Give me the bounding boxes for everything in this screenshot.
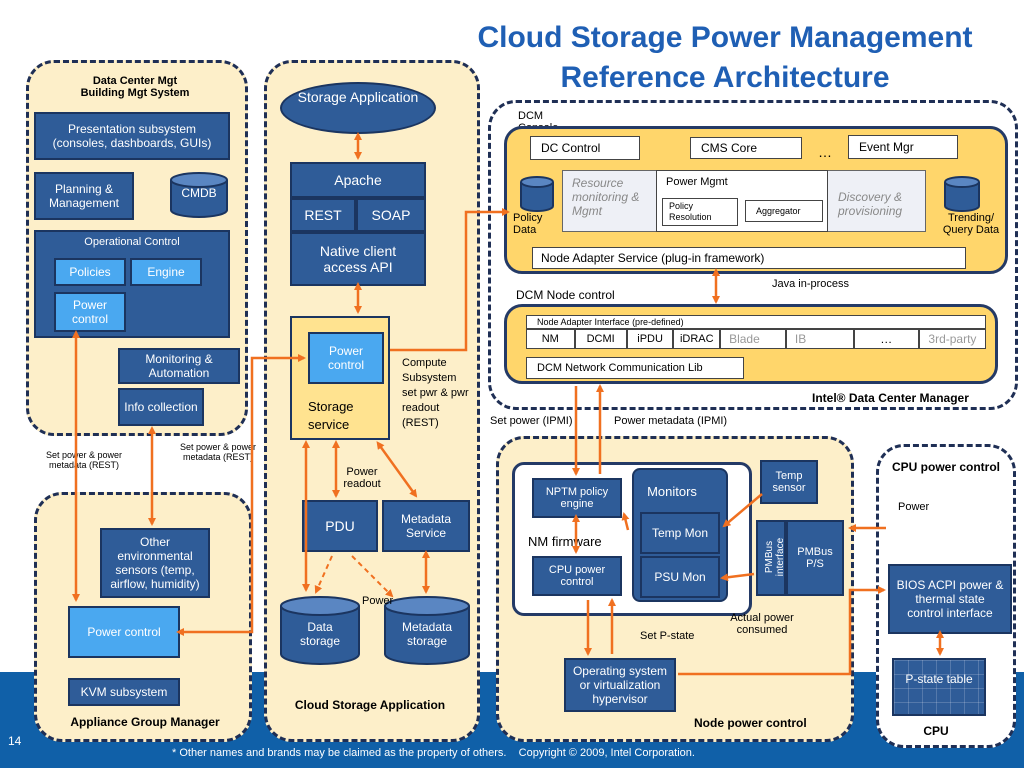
dc-control[interactable]: DC Control	[530, 136, 640, 160]
agm-power-control[interactable]: Power control	[68, 606, 180, 658]
csa-footer: Cloud Storage Application	[294, 698, 446, 712]
agm-footer: Appliance Group Manager	[70, 715, 220, 729]
data-storage-label: Data storage	[299, 620, 341, 648]
resource-monitoring[interactable]: Resource monitoring & Mgmt	[572, 176, 640, 218]
label-compute-subsystem: Compute Subsystem set pwr & pwr readout …	[402, 357, 469, 429]
network-comm-lib[interactable]: DCM Network Communication Lib	[526, 357, 744, 379]
arrow-temp-sensor	[722, 493, 763, 528]
cms-core[interactable]: CMS Core	[690, 137, 802, 159]
copyright-note: * Other names and brands may be claimed …	[172, 747, 695, 759]
page-number: 14	[8, 734, 22, 748]
bms-header: Data Center Mgt Building Mgt System	[40, 75, 230, 99]
cmdb-cylinder	[170, 172, 228, 218]
aggregator[interactable]: Aggregator	[745, 200, 823, 222]
trending-label: Trending/ Query Data	[942, 212, 1000, 236]
bms-header-1: Data Center Mgt	[92, 75, 178, 87]
metadata-service-box[interactable]: Metadata Service	[382, 500, 470, 552]
soap-box[interactable]: SOAP	[356, 198, 426, 232]
adapter-ib[interactable]: IB	[785, 329, 854, 349]
policy-data-db[interactable]	[520, 176, 554, 212]
apache-box[interactable]: Apache	[290, 162, 426, 198]
adapter-ipdu[interactable]: iPDU	[626, 329, 674, 349]
label-actual-power: Actual power consumed	[730, 612, 794, 636]
console-ellipsis: …	[818, 144, 832, 160]
title-line-1: Cloud Storage Power Management	[477, 21, 973, 54]
arrow-pmbus-psu	[720, 572, 755, 582]
pstate-table[interactable]	[892, 658, 986, 716]
nptm-policy-engine[interactable]: NPTM policy engine	[532, 478, 622, 518]
native-api-box[interactable]: Native client access API	[290, 232, 426, 286]
bios-acpi[interactable]: BIOS ACPI power & thermal state control …	[888, 564, 1012, 634]
metadata-storage-label: Metadata storage	[401, 620, 453, 648]
presentation-subsystem[interactable]: Presentation subsystem (consoles, dashbo…	[34, 112, 230, 160]
pmbus-interface[interactable]	[756, 520, 786, 596]
discovery-provisioning[interactable]: Discovery & provisioning	[838, 190, 903, 218]
adapter-idrac[interactable]: iDRAC	[673, 329, 721, 349]
cmdb-database[interactable]: CMDB	[170, 172, 228, 218]
adapter-nm[interactable]: NM	[526, 329, 575, 349]
node-adapter-interface: Node Adapter Interface (pre-defined)	[526, 315, 986, 329]
pmbus-ps[interactable]: PMBus P/S	[786, 520, 844, 596]
psu-mon[interactable]: PSU Mon	[640, 556, 720, 598]
policy-data-label: Policy Data	[513, 212, 543, 236]
planning-management[interactable]: Planning & Management	[34, 172, 134, 220]
label-set-power-ipmi: Set power (IPMI)	[490, 415, 573, 427]
storage-service-label: Storage service	[308, 399, 354, 432]
title-line-2: Reference Architecture	[560, 61, 890, 94]
cpu-power-control-node[interactable]: CPU power control	[532, 556, 622, 596]
operational-control-label: Operational Control	[84, 236, 180, 248]
power-mgmt-label: Power Mgmt	[666, 176, 728, 188]
monitors-label: Monitors	[647, 484, 697, 499]
temp-sensor[interactable]: Temp sensor	[760, 460, 818, 504]
arrow-storage-metadata	[376, 441, 418, 498]
label-power-mid: Power	[362, 595, 394, 607]
engine-button[interactable]: Engine	[130, 258, 202, 286]
temp-mon[interactable]: Temp Mon	[640, 512, 720, 554]
event-mgr[interactable]: Event Mgr	[848, 135, 958, 159]
pstate-label: P-state table	[905, 672, 973, 686]
adapter-row: NM DCMI iPDU iDRAC Blade IB … 3rd-party	[526, 329, 986, 349]
cpu-header: CPU power control	[891, 460, 1000, 474]
trending-db-icon	[944, 176, 980, 212]
adapter-third-party[interactable]: 3rd-party	[918, 329, 986, 349]
arrow-pdu-data-dashed	[314, 555, 333, 594]
other-sensors[interactable]: Other environmental sensors (temp, airfl…	[100, 528, 210, 598]
label-power-readout: Power readout	[343, 466, 381, 490]
label-java-in-process: Java in-process	[772, 278, 850, 290]
adapter-dcmi[interactable]: DCMI	[574, 329, 627, 349]
arrow-storage-dcm	[390, 208, 510, 352]
arrow-agm-storage	[176, 354, 306, 636]
node-footer: Node power control	[694, 716, 807, 730]
os-hypervisor[interactable]: Operating system or virtualization hyper…	[564, 658, 676, 712]
metadata-storage-cylinder[interactable]: Metadata storage	[384, 596, 470, 666]
trending-db[interactable]	[944, 176, 980, 212]
bms-header-2: Building Mgt System	[80, 87, 190, 99]
policy-data-icon	[520, 176, 554, 212]
adapter-ellipsis: …	[853, 329, 919, 349]
nm-firmware-label: NM firmware	[528, 534, 602, 549]
storage-app-label: Storage Application	[297, 89, 419, 105]
metadata-storage-icon	[384, 596, 470, 665]
kvm-subsystem[interactable]: KVM subsystem	[68, 678, 180, 706]
slide-title: Cloud Storage Power Management Reference…	[450, 18, 1000, 98]
rest-box[interactable]: REST	[290, 198, 356, 232]
label-power-metadata-ipmi: Power metadata (IPMI)	[614, 415, 728, 427]
policy-resolution[interactable]: Policy Resolution	[662, 198, 738, 226]
arrow-temp-nptm	[621, 512, 630, 531]
cmdb-label: CMDB	[181, 186, 217, 200]
storage-power-control[interactable]: Power control	[308, 332, 384, 384]
arrow-os-bios	[678, 586, 886, 676]
arrow-pdu-meta-dashed	[351, 555, 394, 598]
bms-power-control[interactable]: Power control	[54, 292, 126, 332]
label-set-power-left: Set power & power metadata (REST)	[45, 450, 123, 470]
node-adapter-service[interactable]: Node Adapter Service (plug-in framework)	[532, 247, 966, 269]
dcm-node-control-label: DCM Node control	[516, 288, 615, 302]
policies-button[interactable]: Policies	[54, 258, 126, 286]
label-power-right: Power	[898, 501, 930, 513]
cpu-footer: CPU	[923, 724, 949, 738]
label-set-pstate: Set P-state	[640, 630, 695, 642]
adapter-blade[interactable]: Blade	[720, 329, 786, 349]
dcm-footer: Intel® Data Center Manager	[812, 391, 969, 405]
